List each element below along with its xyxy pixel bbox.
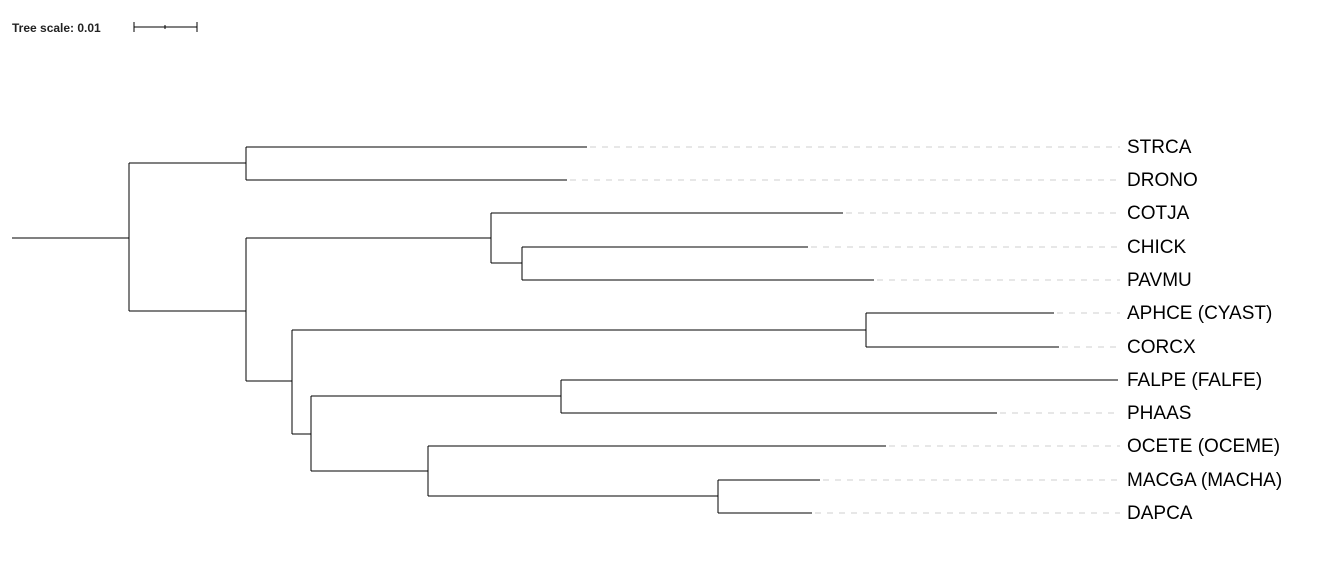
leaf-label-cotja: COTJA	[1127, 203, 1190, 224]
leaf-guides	[570, 146, 1120, 514]
tree-branches	[12, 146, 1118, 514]
leaf-label-phaas: PHAAS	[1127, 403, 1191, 424]
leaf-label-chick: CHICK	[1127, 237, 1186, 258]
leaf-label-corcx: CORCX	[1127, 337, 1196, 358]
leaf-label-dapca: DAPCA	[1127, 503, 1193, 524]
leaf-labels: STRCA DRONO COTJA CHICK PAVMU APHCE (CYA…	[1127, 137, 1282, 524]
tree-scale: Tree scale: 0.01	[12, 21, 198, 35]
tree-scale-label: Tree scale: 0.01	[12, 21, 101, 35]
leaf-label-aphce: APHCE (CYAST)	[1127, 303, 1272, 324]
leaf-label-ocete: OCETE (OCEME)	[1127, 436, 1280, 457]
leaf-label-pavmu: PAVMU	[1127, 270, 1192, 291]
leaf-label-strca: STRCA	[1127, 137, 1192, 158]
leaf-label-falpe: FALPE (FALFE)	[1127, 370, 1262, 391]
leaf-label-macga: MACGA (MACHA)	[1127, 470, 1282, 491]
leaf-label-drono: DRONO	[1127, 170, 1198, 191]
